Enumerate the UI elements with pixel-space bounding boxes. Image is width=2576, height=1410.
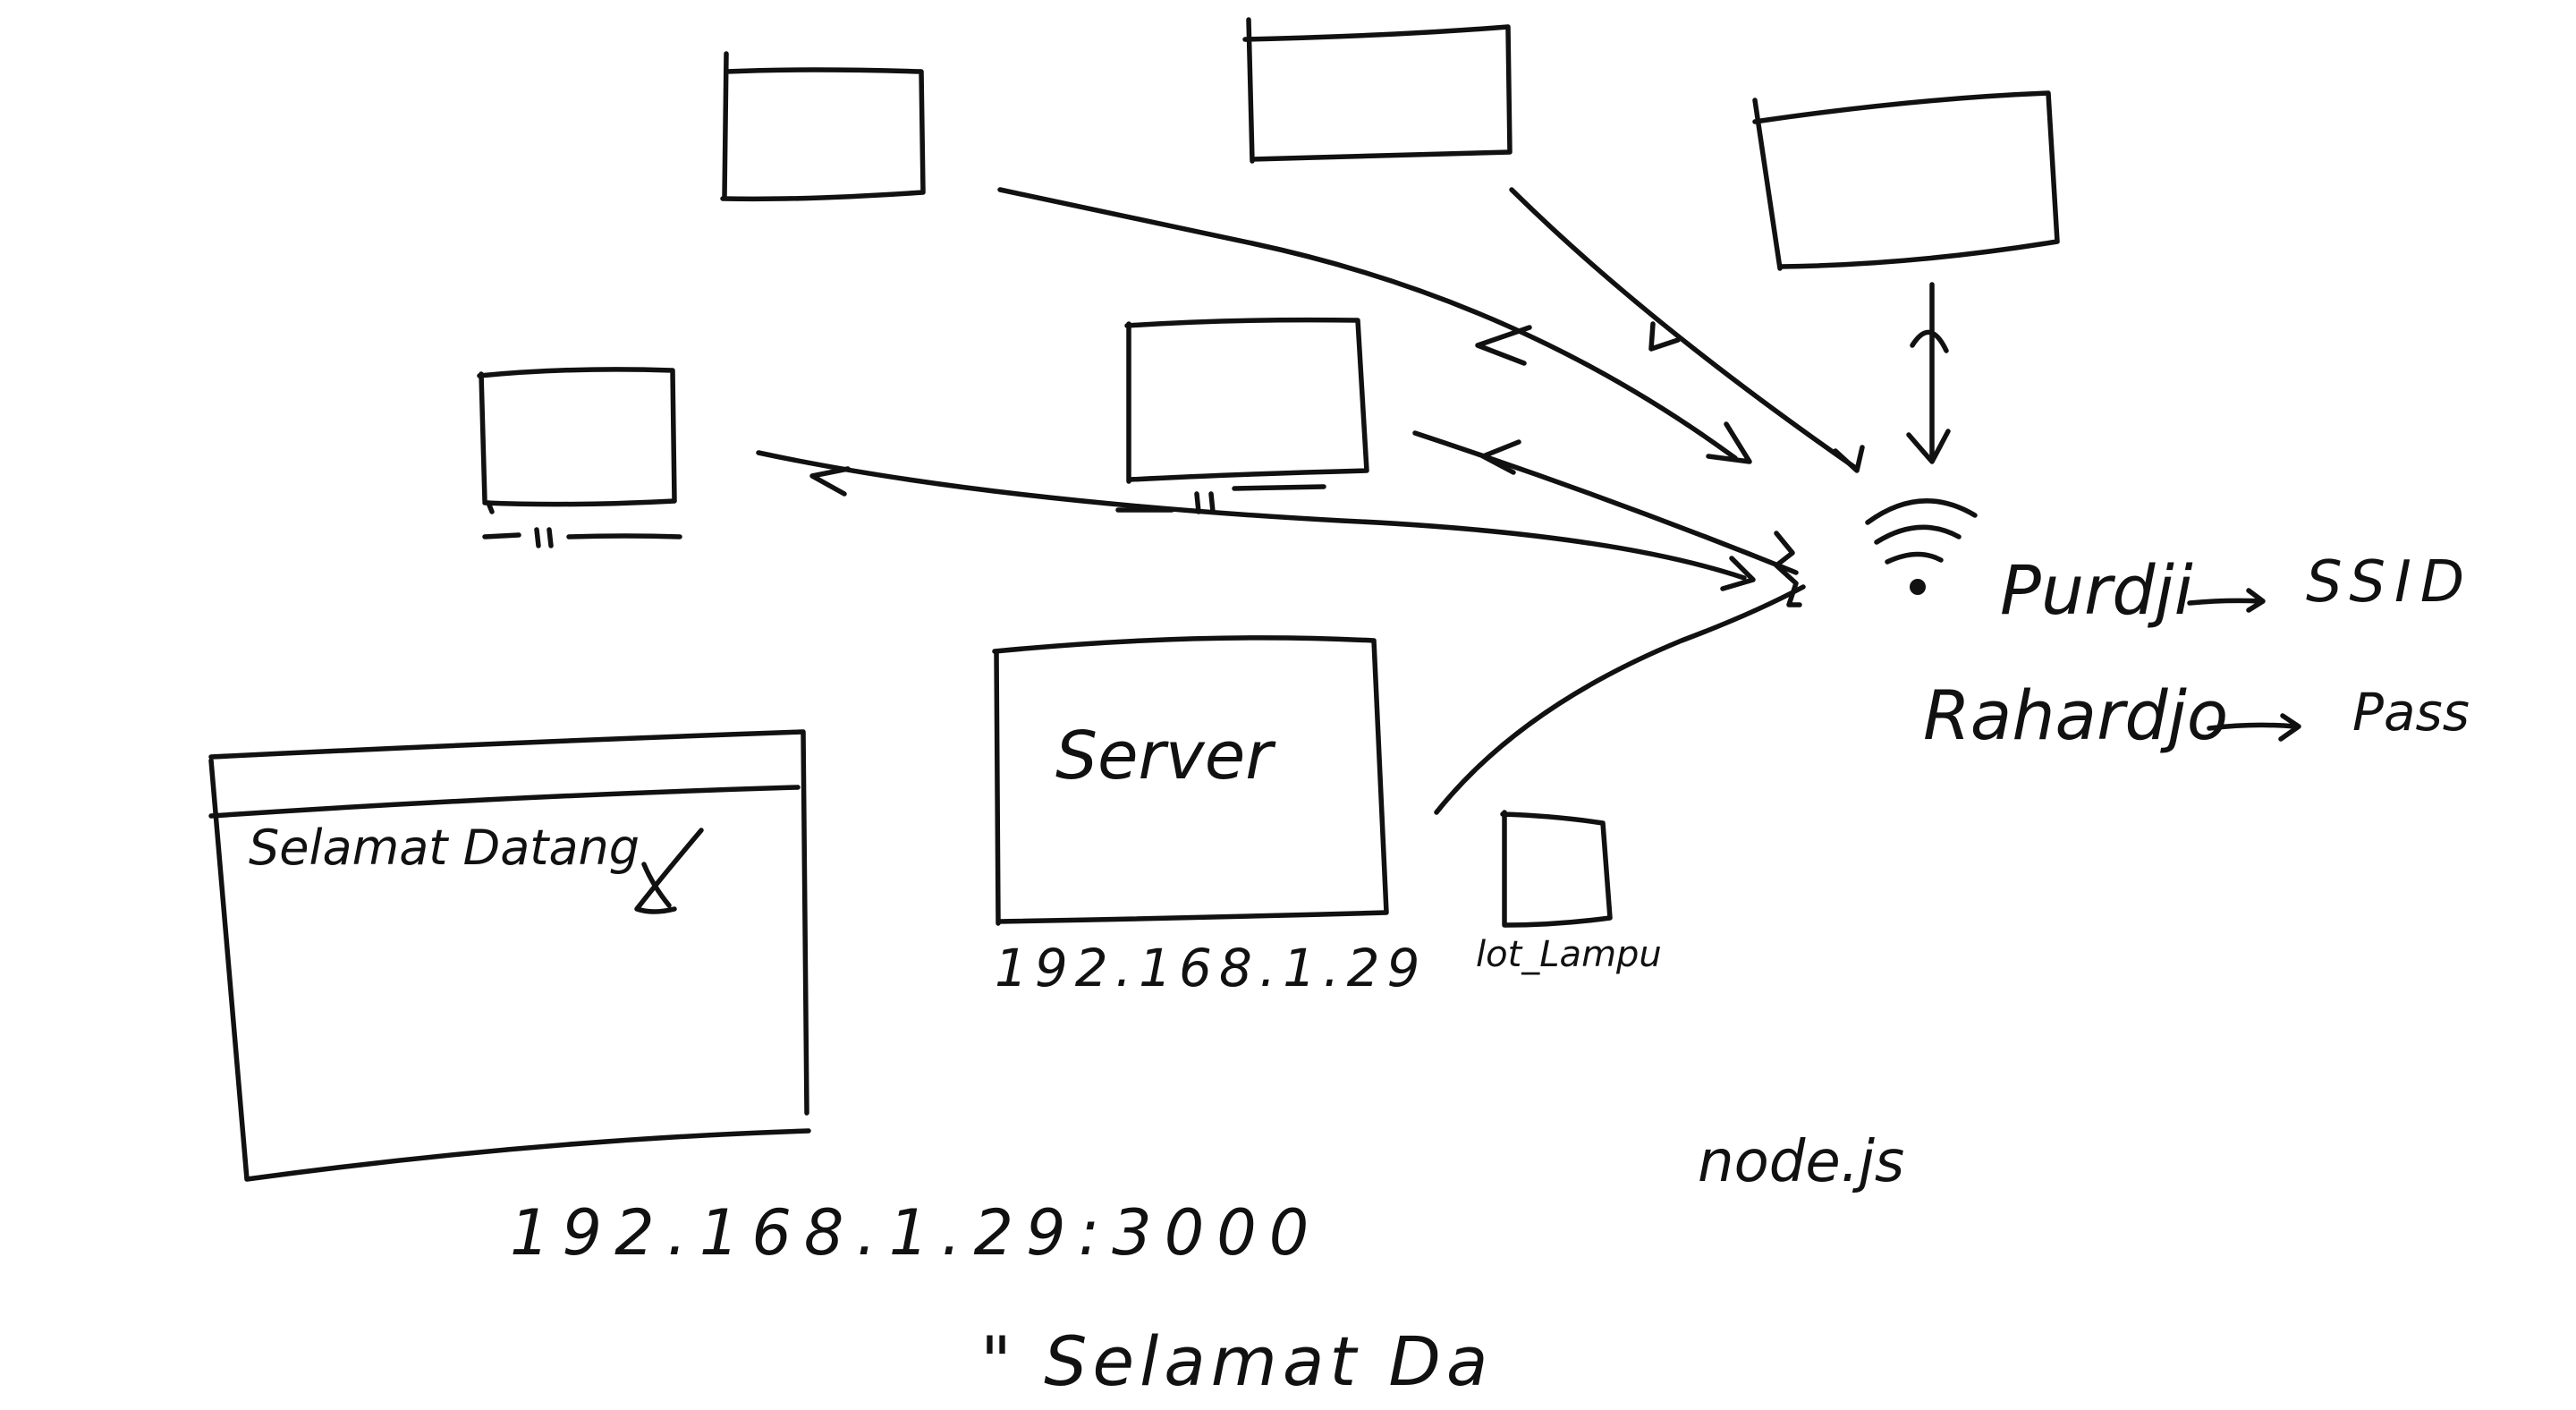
close-x-icon <box>634 828 704 914</box>
wifi-icon <box>1865 498 1978 595</box>
pass-key: Pass <box>2352 682 2470 743</box>
arrowhead-left-mid <box>809 466 851 497</box>
url-label: 192.168.1.29:3000 <box>510 1196 1321 1270</box>
device-box-top-right <box>1752 90 2060 271</box>
laptop-base-center <box>1115 484 1326 514</box>
device-box-top-left <box>720 51 926 202</box>
pass-arrow <box>2207 713 2301 742</box>
arrowhead-server-end <box>1774 531 1802 607</box>
server-label: Server <box>1055 718 1276 794</box>
browser-window-box <box>208 729 811 1182</box>
ssid-arrow <box>2187 588 2266 613</box>
ssid-key: SSID <box>2306 549 2473 616</box>
arrowhead-top-right-down <box>1906 429 1951 464</box>
connection-arrow-left <box>756 450 1747 581</box>
laptop-base-left <box>482 527 682 548</box>
laptop-box-left <box>477 367 677 514</box>
server-ip-label: 192.168.1.29 <box>995 938 1427 998</box>
connection-arrow-center <box>1412 430 1799 575</box>
ssid-value: Purdji <box>2000 550 2193 630</box>
arrowhead-top-left-end <box>1706 421 1752 464</box>
connection-arrow-top-left <box>997 187 1738 461</box>
arrowhead-top-right-up <box>1910 329 1949 353</box>
browser-greeting-text: Selamat Datang <box>249 820 640 876</box>
arrowhead-top-left-mid <box>1475 325 1532 366</box>
arrowhead-top-center-end <box>1833 445 1865 473</box>
arrowhead-top-center-mid <box>1648 321 1681 352</box>
message-label: " Selamat Da <box>980 1321 1493 1401</box>
connection-arrow-top-center <box>1509 187 1860 471</box>
server-box <box>992 635 1389 926</box>
device-box-top-center <box>1242 17 1513 164</box>
connection-arrow-server <box>1434 584 1806 815</box>
arrowhead-center-mid <box>1480 439 1521 475</box>
iot-device-label: lot_Lampu <box>1476 934 1662 975</box>
pass-value: Rahardjo <box>1923 675 2228 755</box>
runtime-label: node.js <box>1698 1129 1904 1195</box>
iot-device-box <box>1500 810 1613 928</box>
arrowhead-left-end <box>1720 556 1756 591</box>
laptop-box-center <box>1124 317 1369 484</box>
